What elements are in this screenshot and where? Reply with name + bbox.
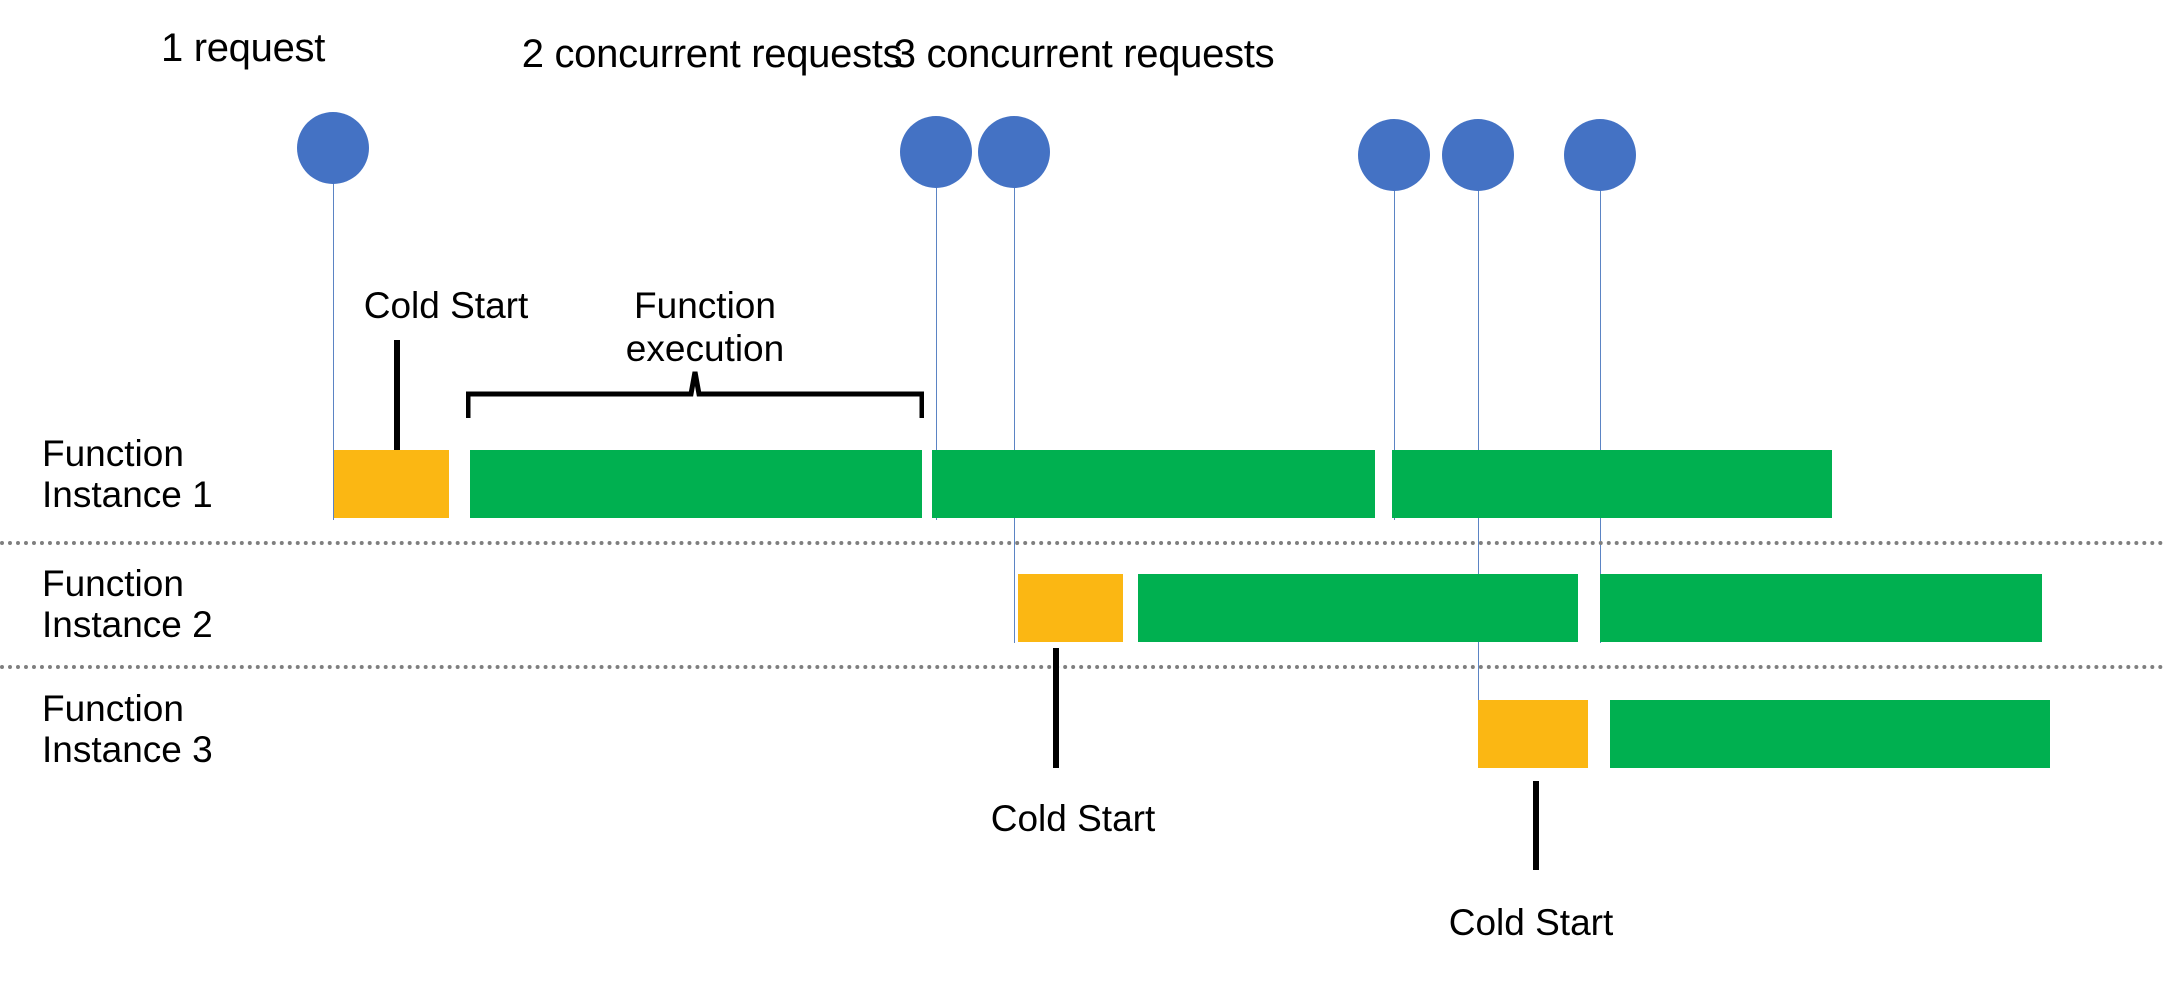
request-circle-icon	[900, 116, 972, 188]
cold-start-bar	[1018, 574, 1123, 642]
instance-row-label-line1: Function	[42, 688, 184, 729]
lane-divider	[0, 541, 2165, 545]
function-execution-bar	[1392, 450, 1832, 518]
cold-start-instance-2-label: Cold Start	[990, 798, 1156, 839]
cold-start-instance-2-leader-line	[1053, 648, 1059, 768]
request-drop-line	[333, 180, 334, 520]
function-execution-bar	[932, 450, 1375, 518]
cold-start-top-label: Cold Start	[363, 285, 529, 326]
cold-start-top-leader-line	[394, 340, 400, 450]
function-execution-label-line2: execution	[625, 327, 785, 369]
instance-row-label-line2: Instance 1	[42, 474, 213, 516]
function-execution-brace	[466, 370, 924, 418]
request-drop-line	[936, 184, 937, 520]
request-circle-icon	[297, 112, 369, 184]
lane-divider	[0, 665, 2165, 669]
function-execution-label-line1: Function	[634, 285, 776, 326]
request-circle-icon	[1564, 119, 1636, 191]
request-group-label: 2 concurrent requests	[521, 32, 903, 76]
cold-start-instance-3-label: Cold Start	[1448, 902, 1614, 943]
request-drop-line	[1014, 184, 1015, 643]
function-execution-bar	[1610, 700, 2050, 768]
instance-row-label-line2: Instance 3	[42, 729, 213, 771]
request-drop-line	[1394, 187, 1395, 520]
cold-start-bar	[334, 450, 449, 518]
function-execution-bar	[470, 450, 922, 518]
request-group-label: 1 request	[160, 26, 326, 70]
instance-row-label-line1: Function	[42, 433, 184, 474]
request-drop-line	[1600, 187, 1601, 643]
request-circle-icon	[978, 116, 1050, 188]
request-circle-icon	[1442, 119, 1514, 191]
instance-row-label-line1: Function	[42, 563, 184, 604]
instance-row-label-line2: Instance 2	[42, 604, 213, 646]
request-circle-icon	[1358, 119, 1430, 191]
function-execution-bar	[1600, 574, 2042, 642]
request-group-label: 3 concurrent requests	[893, 32, 1275, 76]
function-execution-bar	[1138, 574, 1578, 642]
cold-start-instance-3-leader-line	[1533, 781, 1539, 870]
cold-start-bar	[1478, 700, 1588, 768]
